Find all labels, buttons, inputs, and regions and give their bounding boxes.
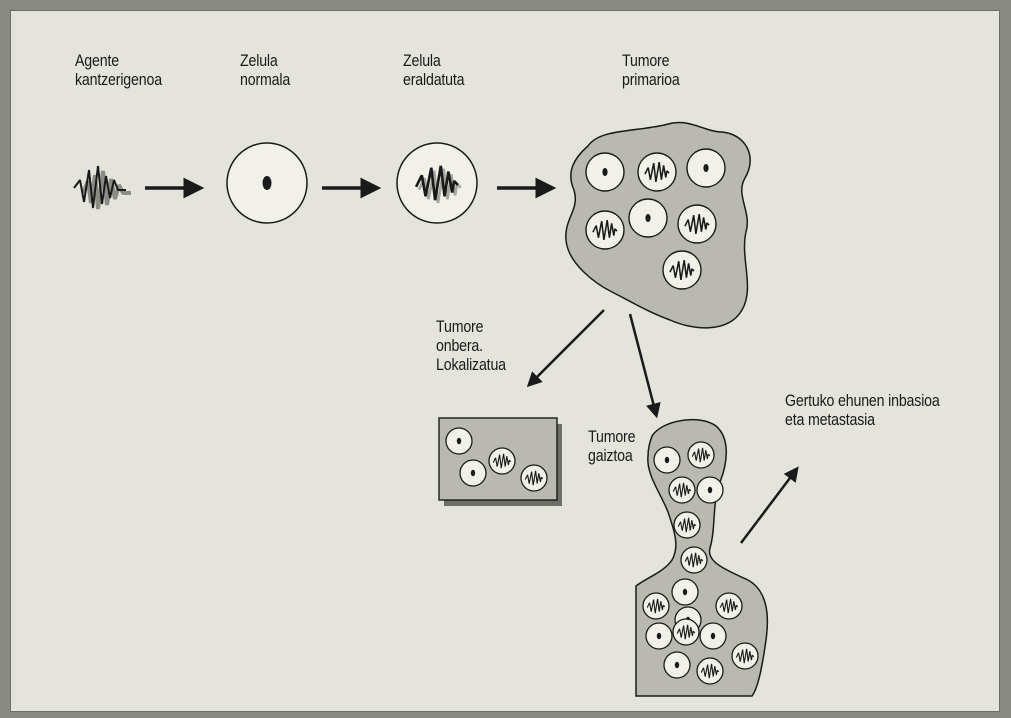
label-carcinogen-agent: Agente kantzerigenoa <box>75 52 162 90</box>
carcinogen-agent-squiggle <box>74 166 131 209</box>
arrow-to-malignant-tumor <box>630 314 656 414</box>
label-invasion-metastasis: Gertuko ehunen inbasioa eta metastasia <box>785 392 940 430</box>
primary-tumor <box>566 123 750 328</box>
transformed-cell <box>397 143 477 223</box>
arrow-to-benign-tumor <box>530 310 604 384</box>
label-transformed-cell: Zelula eraldatuta <box>403 52 464 90</box>
normal-cell <box>227 143 307 223</box>
benign-tumor <box>439 418 562 506</box>
malignant-tumor <box>636 420 767 696</box>
label-normal-cell: Zelula normala <box>240 52 290 90</box>
label-benign-tumor: Tumore onbera. Lokalizatua <box>436 318 506 375</box>
label-primary-tumor: Tumore primarioa <box>622 52 680 90</box>
label-malignant-tumor: Tumore gaiztoa <box>588 428 635 466</box>
arrow-to-invasion <box>741 470 796 543</box>
